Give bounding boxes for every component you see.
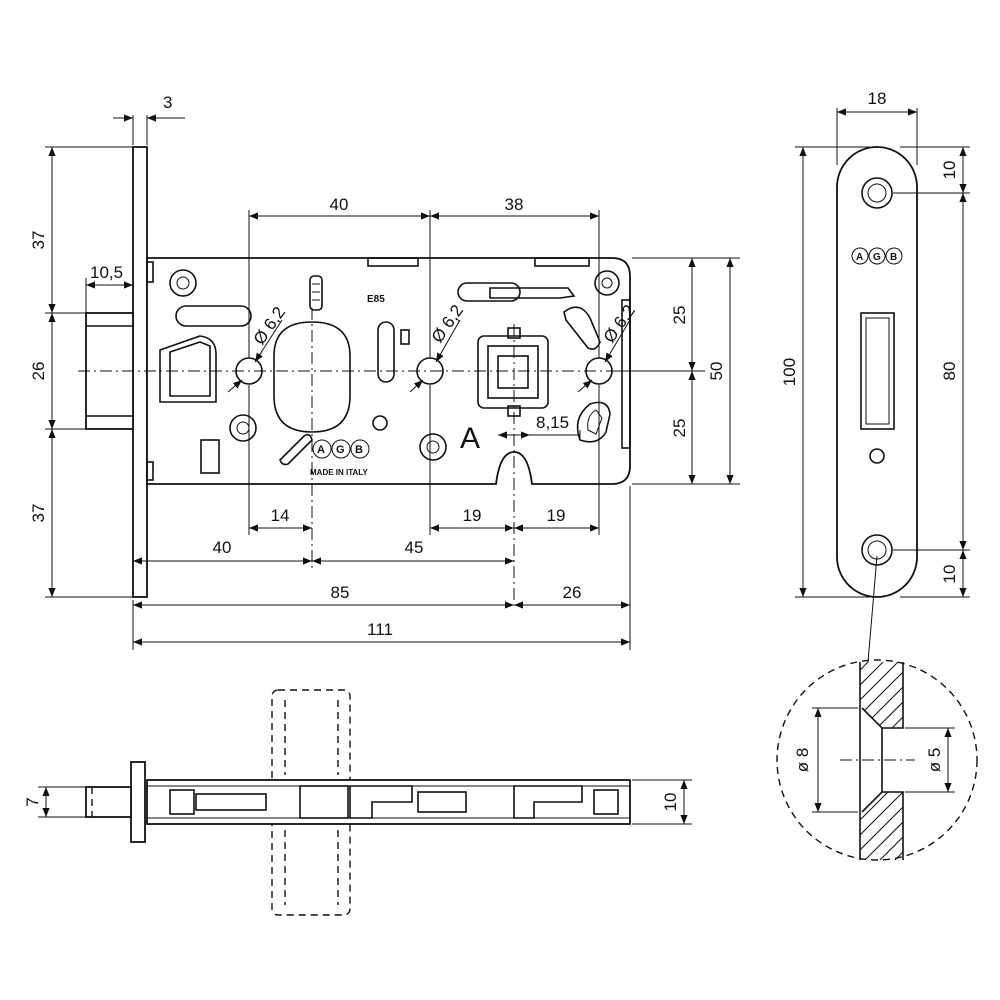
- svg-text:G: G: [336, 444, 345, 456]
- screw-bottom-mid: [419, 433, 447, 461]
- dim-strike-bottom-hole: 10: [940, 565, 959, 584]
- dim-bolt-height: 26: [29, 362, 48, 381]
- dim-total-width: 111: [367, 620, 393, 639]
- model-marking: E85: [367, 294, 385, 305]
- dim-center-distance: 45: [405, 538, 424, 557]
- top-slot-left: [367, 257, 419, 267]
- detail-circle: [776, 659, 978, 861]
- strike-hole-bottom: [861, 534, 893, 566]
- dim-body-thickness: 10: [661, 793, 680, 812]
- bottom-view: 7 10: [23, 689, 692, 916]
- detail-leader: [867, 555, 878, 663]
- svg-text:B: B: [355, 444, 363, 456]
- dim-width-85: 85: [331, 583, 350, 602]
- side-letter: A: [460, 422, 480, 455]
- dim-faceplate-thickness: 3: [163, 93, 172, 112]
- dim-mid-19-left: 19: [463, 506, 482, 525]
- front-view: E85 A G B MADE IN ITALY A: [29, 93, 740, 650]
- strike-hole-top: [861, 177, 893, 209]
- strike-plate: [836, 146, 918, 598]
- dim-width-26: 26: [563, 583, 582, 602]
- tab-top: [146, 261, 154, 283]
- dim-strike-width: 18: [868, 89, 887, 108]
- dim-detail-inner-dia: ø 5: [925, 748, 944, 773]
- vertical-slot: [377, 321, 395, 383]
- right-notch: [621, 299, 631, 449]
- bottom-bolt: [85, 786, 132, 818]
- brand-logo: A G B: [312, 439, 370, 459]
- upper-slide: [457, 282, 521, 302]
- dim-bottom-length: 37: [29, 504, 48, 523]
- screw-top-left: [169, 269, 197, 297]
- upper-lever: [563, 306, 601, 350]
- svg-text:B: B: [890, 252, 897, 263]
- lever-slot: [175, 305, 252, 327]
- strike-brand-logo: A G B: [851, 247, 903, 265]
- dim-offset-8-15: 8,15: [536, 413, 569, 432]
- dim-upper-half: 25: [670, 306, 689, 325]
- spring-pin: [309, 275, 323, 311]
- dim-bolt-thickness: 7: [23, 797, 42, 806]
- strike-small-hole: [869, 448, 885, 464]
- faceplate: [132, 146, 148, 598]
- dim-cyl-offset: 14: [271, 506, 290, 525]
- dim-bolt-projection: 10,5: [90, 263, 123, 282]
- dim-mid-19-right: 19: [547, 506, 566, 525]
- screw-top-right: [594, 270, 620, 296]
- dim-detail-outer-dia: ø 8: [793, 748, 812, 773]
- dim-strike-height: 100: [780, 358, 799, 386]
- small-block: [400, 329, 410, 345]
- cylinder-hole: [273, 321, 351, 433]
- bottom-faceplate: [130, 761, 146, 843]
- dim-total-height: 50: [707, 362, 726, 381]
- dim-top-length: 37: [29, 231, 48, 250]
- strike-plate-view: A G B 18 100 10 80 10: [780, 89, 970, 663]
- small-screw: [372, 415, 388, 431]
- key-block: [200, 439, 220, 474]
- countersink-profile: [859, 662, 904, 860]
- latch-cam: [159, 335, 217, 403]
- lower-lever: [576, 401, 611, 443]
- dim-center-to-square: 38: [505, 195, 524, 214]
- dim-hole-to-center: 40: [330, 195, 349, 214]
- dim-lower-half: 25: [670, 419, 689, 438]
- svg-text:G: G: [873, 252, 881, 263]
- dim-strike-hole-spacing: 80: [940, 362, 959, 381]
- spindle-hub: [477, 327, 549, 417]
- tab-bottom: [146, 461, 154, 481]
- strike-latch-opening: [860, 312, 895, 430]
- detail-view: ø 8 ø 5: [776, 659, 978, 861]
- svg-text:A: A: [856, 252, 863, 263]
- top-slot-right: [534, 257, 590, 267]
- dim-strike-top-hole: 10: [940, 161, 959, 180]
- origin-marking: MADE IN ITALY: [310, 468, 368, 477]
- dim-backset: 40: [213, 538, 232, 557]
- svg-text:A: A: [317, 444, 325, 456]
